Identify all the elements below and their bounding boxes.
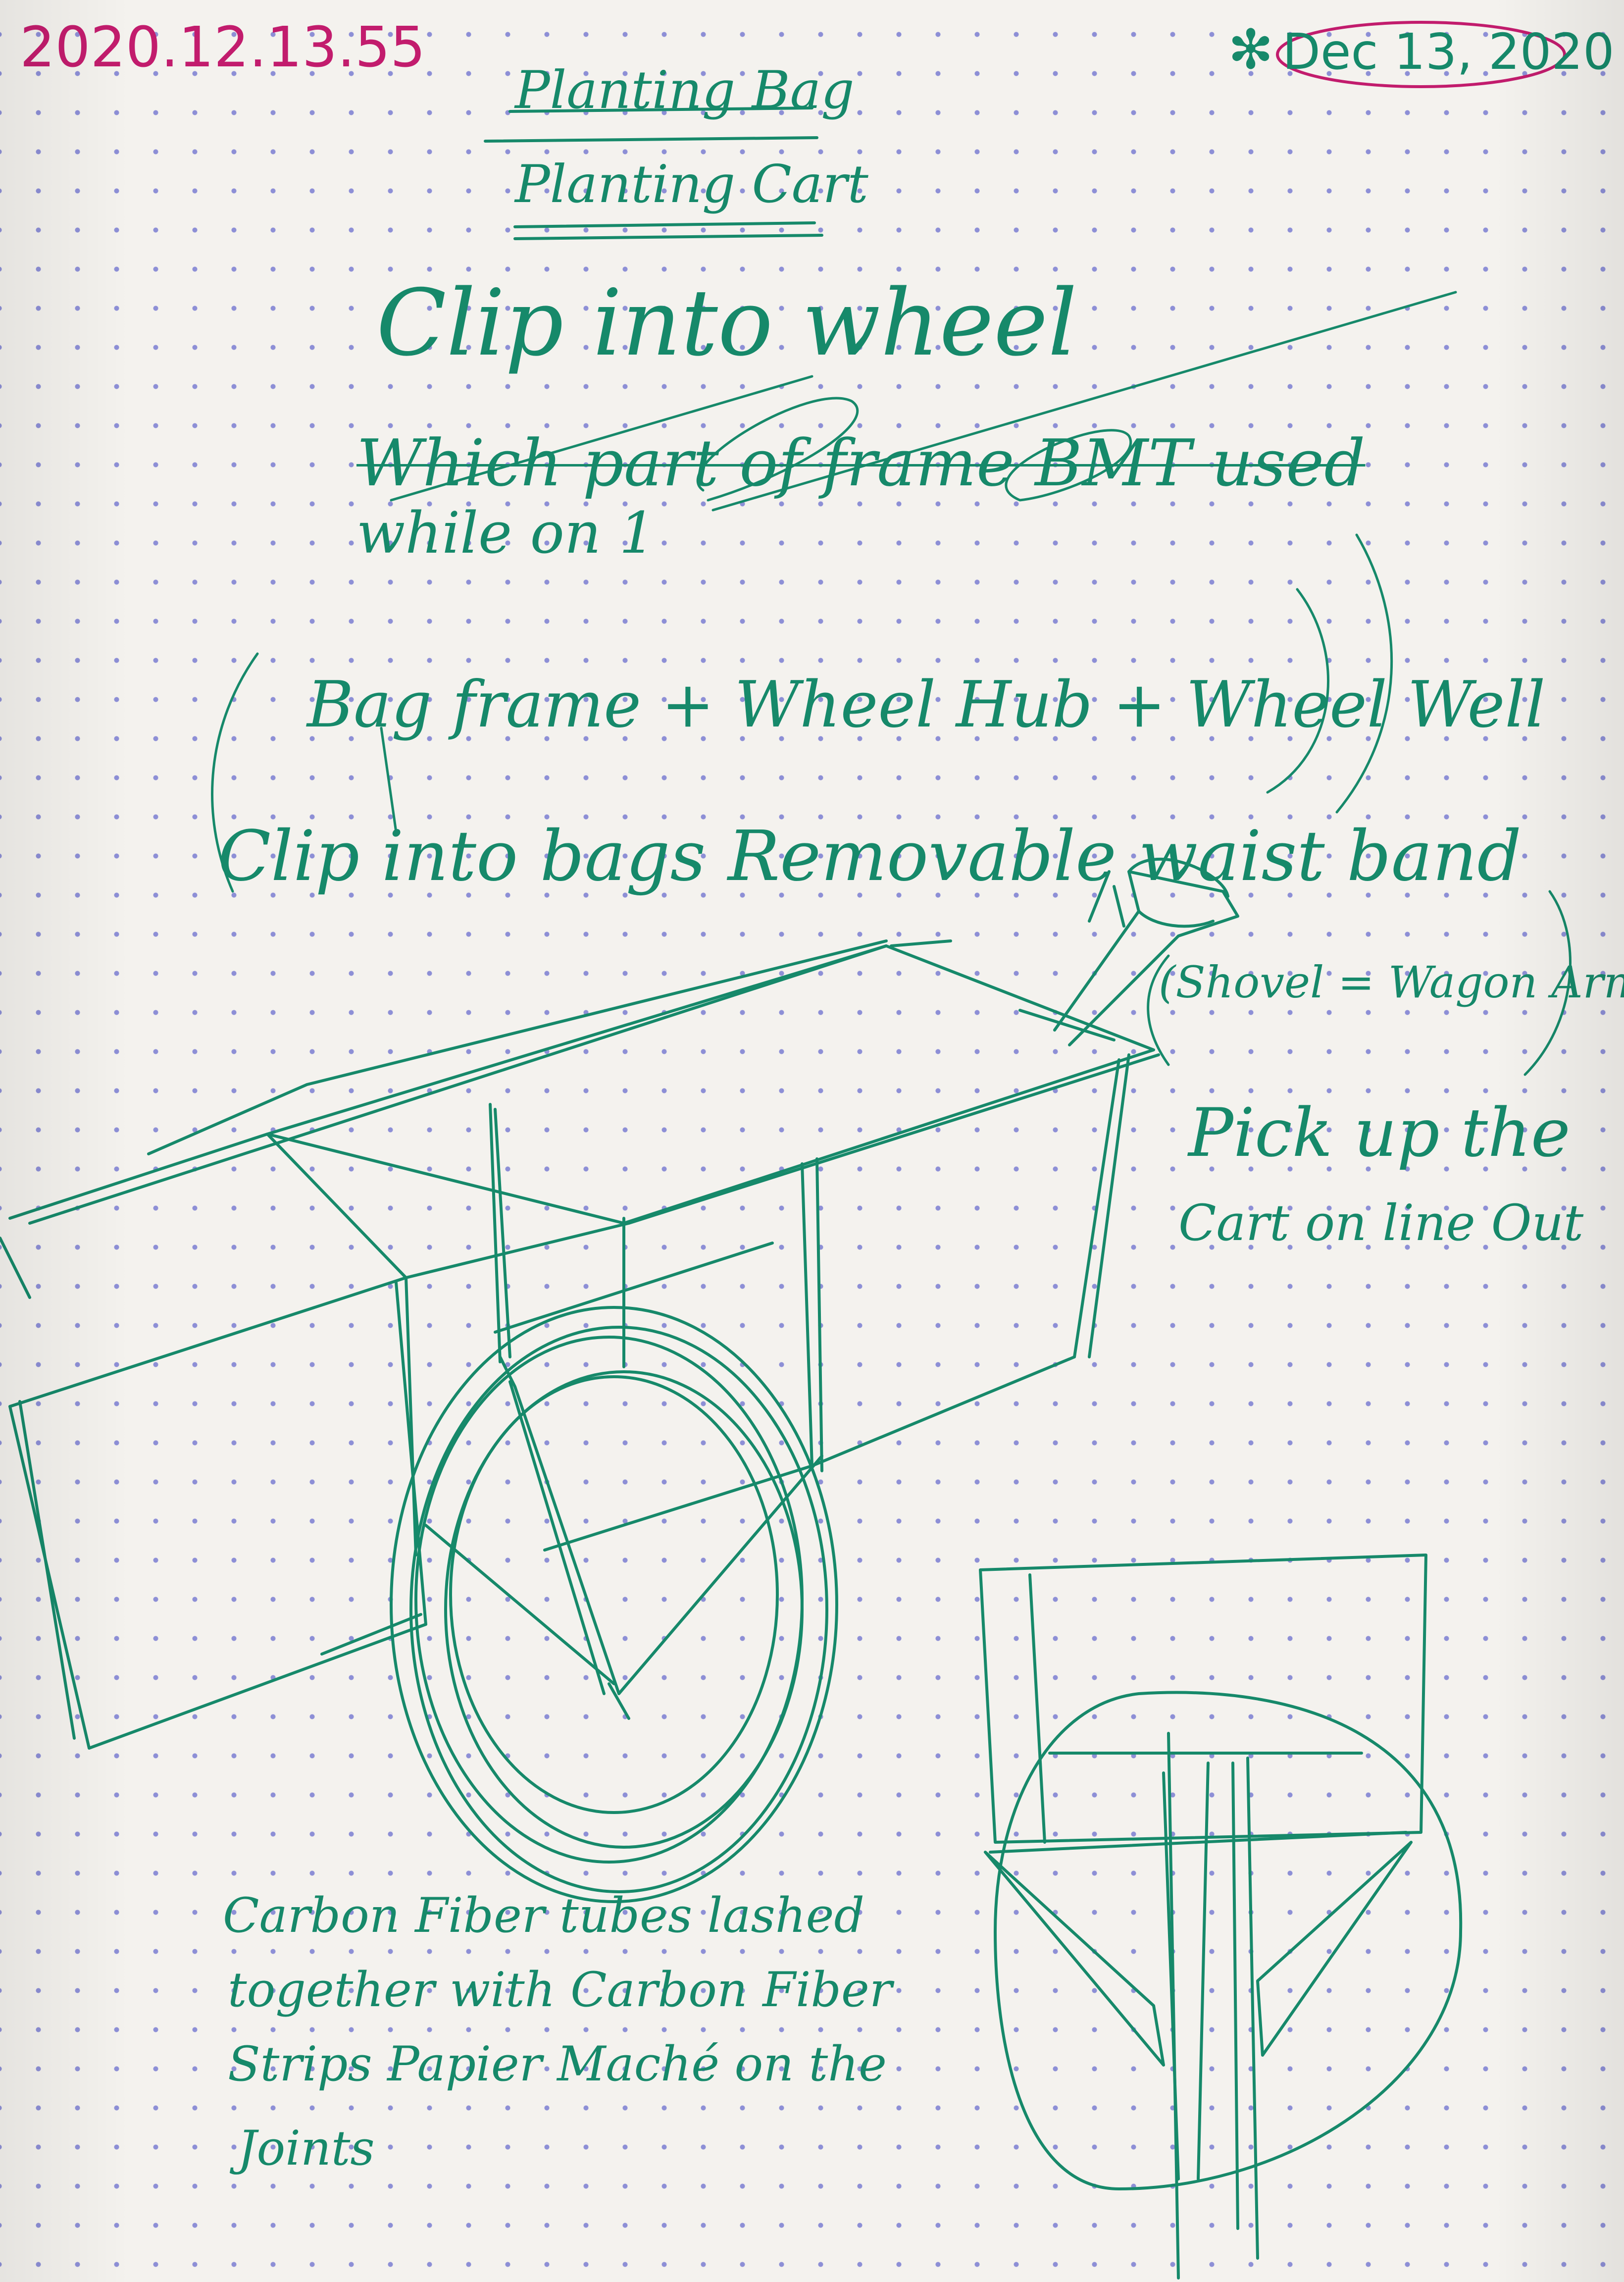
date-label: Dec 13, 2020 xyxy=(1282,27,1615,77)
front-view-sketch xyxy=(980,1555,1461,2278)
corner-timestamp: 2020.12.13.55 xyxy=(20,20,425,75)
wheel xyxy=(322,1307,837,1902)
note-carbon-fiber-4: Joints xyxy=(238,2125,375,2172)
note-while-on: while on 1 xyxy=(356,505,656,562)
note-clip-into-wheel: Clip into wheel xyxy=(376,277,1077,369)
note-carbon-fiber-2: together with Carbon Fiber xyxy=(228,1966,892,2014)
note-clip-into-bags: Clip into bags Removable waist band xyxy=(218,822,1522,891)
note-which-part-of-frame: Which part of frame BMT used xyxy=(356,431,1365,495)
note-shovel-wagon-arm: (Shovel = Wagon Arm) xyxy=(1159,961,1624,1004)
note-bag-frame: Bag frame + Wheel Hub + Wheel Well xyxy=(307,674,1545,737)
heading-line1: Planting Bag xyxy=(515,64,854,116)
date-asterisk-icon: ✻ xyxy=(1228,22,1273,77)
note-carbon-fiber-1: Carbon Fiber tubes lashed xyxy=(223,1892,864,1939)
note-pick-up-cart-1: Pick up the xyxy=(1188,1099,1571,1166)
heading-line2: Planting Cart xyxy=(515,158,868,210)
note-pick-up-cart-2: Cart on line Out xyxy=(1178,1198,1583,1248)
note-carbon-fiber-3: Strips Papier Maché on the xyxy=(228,2040,887,2088)
